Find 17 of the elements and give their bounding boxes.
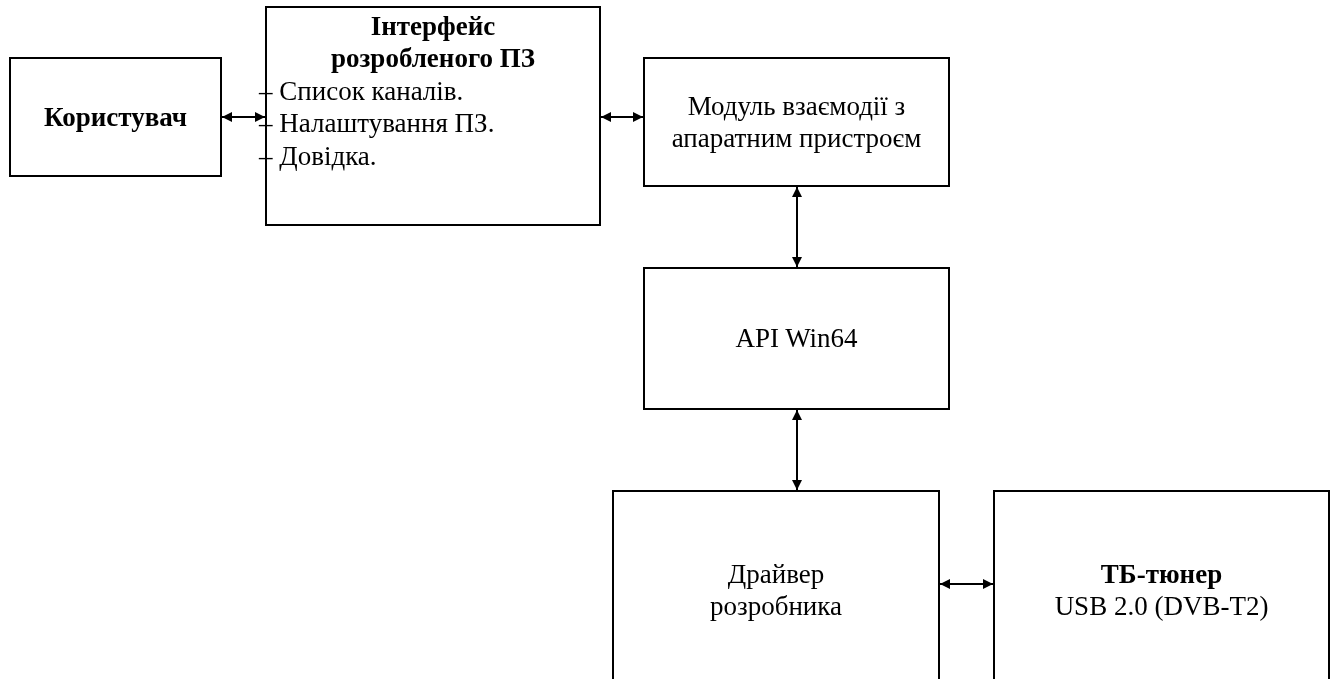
process-box bbox=[612, 490, 940, 679]
box-label: Користувач bbox=[44, 100, 187, 134]
double-arrow bbox=[221, 112, 266, 122]
box-label: Модуль взаємодії з апаратним пристроєм bbox=[670, 89, 923, 155]
process-box bbox=[9, 57, 222, 177]
double-arrow bbox=[792, 186, 802, 268]
process-box bbox=[643, 57, 950, 187]
process-box bbox=[643, 267, 950, 410]
box-label: API Win64 bbox=[735, 322, 858, 355]
box-heading: Інтерфейс розробленого ПЗ bbox=[330, 10, 536, 75]
double-arrow bbox=[939, 579, 994, 589]
box-heading: ТБ-тюнер bbox=[1100, 557, 1223, 590]
process-box bbox=[993, 490, 1330, 679]
box-label: USB 2.0 (DVB-T2) bbox=[1054, 590, 1269, 623]
double-arrow bbox=[792, 409, 802, 491]
box-label: Драйвер розробника bbox=[709, 557, 843, 623]
double-arrow bbox=[600, 112, 644, 122]
